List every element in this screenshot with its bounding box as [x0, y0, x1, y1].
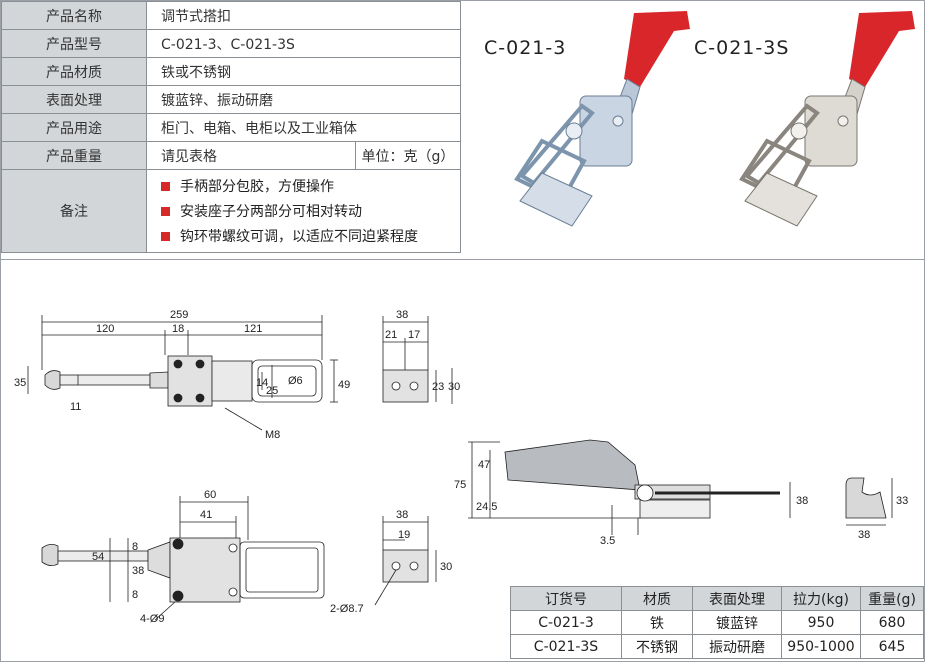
dim-label: Ø6	[288, 375, 303, 387]
spec-unit: 单位：克（g）	[355, 141, 461, 170]
dim-label: 75	[454, 479, 466, 491]
notes-list: 手柄部分包胶，方便操作 安装座子分两部分可相对转动 钩环带螺纹可调，以适应不同迫…	[146, 169, 461, 253]
order-cell: 振动研磨	[692, 634, 782, 659]
dim-label: 4-Ø9	[140, 613, 164, 625]
order-cell: 645	[860, 634, 924, 659]
photo-label-left: C-021-3	[484, 37, 567, 59]
base-view	[41, 496, 325, 621]
dim-label: 259	[170, 309, 188, 321]
bullet-icon	[161, 206, 170, 216]
dim-label: 24.5	[476, 501, 497, 513]
photo-label-right: C-021-3S	[694, 37, 790, 59]
notes-label: 备注	[1, 169, 147, 253]
section-divider	[0, 259, 925, 260]
dim-label: 41	[200, 509, 212, 521]
spec-value: 铁或不锈钢	[146, 57, 461, 86]
spec-value: 柜门、电箱、电柜以及工业箱体	[146, 113, 461, 142]
dim-label: M8	[265, 429, 280, 441]
spec-label: 产品材质	[1, 57, 147, 86]
spec-row: 表面处理 镀蓝锌、振动研磨	[1, 85, 461, 114]
dim-label: 25	[266, 385, 278, 397]
dim-label: 38	[132, 565, 144, 577]
dim-label: 30	[440, 561, 452, 573]
note-item: 手柄部分包胶，方便操作	[161, 174, 460, 199]
spec-table: 产品名称 调节式搭扣 产品型号 C-021-3、C-021-3S 产品材质 铁或…	[1, 1, 461, 253]
dim-label: 60	[204, 489, 216, 501]
spec-row: 产品名称 调节式搭扣	[1, 1, 461, 30]
base-end-view	[374, 516, 437, 606]
order-cell: C-021-3	[510, 610, 622, 635]
spec-value: 镀蓝锌、振动研磨	[146, 85, 461, 114]
spec-label: 产品型号	[1, 29, 147, 58]
dim-label: 17	[408, 329, 420, 341]
product-photo: C-021-3 C-021-3S	[462, 1, 922, 258]
dim-label: 2-Ø8.7	[330, 603, 364, 615]
dim-label: 120	[96, 323, 114, 335]
order-row: C-021-3 铁 镀蓝锌 950 680	[510, 610, 924, 635]
dim-label: 38	[858, 529, 870, 541]
dim-label: 11	[70, 401, 81, 413]
order-table: 订货号 材质 表面处理 拉力(kg) 重量(g) C-021-3 铁 镀蓝锌 9…	[510, 586, 924, 659]
dim-label: 3.5	[600, 535, 615, 547]
spec-label: 产品用途	[1, 113, 147, 142]
order-header: 订货号	[510, 586, 622, 611]
spec-label: 产品重量	[1, 141, 147, 170]
order-row: C-021-3S 不锈钢 振动研磨 950-1000 645	[510, 634, 924, 659]
clamp-steel-icon	[739, 11, 915, 227]
bullet-icon	[161, 181, 170, 191]
note-item: 钩环带螺纹可调，以适应不同迫紧程度	[161, 224, 460, 249]
technical-drawing: 259 120 18 121 35 11 14 25 Ø6 49 M8 38 2…	[14, 309, 908, 625]
order-header: 表面处理	[692, 586, 782, 611]
dim-label: 8	[132, 589, 138, 601]
spec-value: 请见表格	[146, 141, 356, 170]
order-header: 拉力(kg)	[781, 586, 861, 611]
hook-view	[845, 477, 893, 526]
order-header-row: 订货号 材质 表面处理 拉力(kg) 重量(g)	[510, 586, 924, 611]
notes-row: 备注 手柄部分包胶，方便操作 安装座子分两部分可相对转动 钩环带螺纹可调，以适应…	[1, 169, 461, 253]
order-cell: 铁	[621, 610, 693, 635]
product-illustration	[514, 11, 915, 227]
order-header: 材质	[621, 586, 693, 611]
side-view	[468, 439, 791, 535]
dim-label: 21	[385, 329, 397, 341]
dim-label: 38	[796, 495, 808, 507]
dim-label: 47	[478, 459, 490, 471]
order-header: 重量(g)	[860, 586, 924, 611]
spec-row: 产品重量 请见表格 单位：克（g）	[1, 141, 461, 170]
spec-label: 表面处理	[1, 85, 147, 114]
note-text: 钩环带螺纹可调，以适应不同迫紧程度	[180, 229, 418, 245]
dim-label: 121	[244, 323, 262, 335]
note-text: 手柄部分包胶，方便操作	[180, 179, 334, 195]
order-cell: C-021-3S	[510, 634, 622, 659]
dim-label: 23	[432, 381, 444, 393]
spec-row: 产品型号 C-021-3、C-021-3S	[1, 29, 461, 58]
dim-label: 18	[172, 323, 184, 335]
dim-label: 8	[132, 541, 138, 553]
note-item: 安装座子分两部分可相对转动	[161, 199, 460, 224]
top-view	[27, 315, 338, 431]
order-cell: 950-1000	[781, 634, 861, 659]
clamp-blue-icon	[514, 11, 690, 227]
spec-value: 调节式搭扣	[146, 1, 461, 30]
spec-value: C-021-3、C-021-3S	[146, 29, 461, 58]
spec-row: 产品用途 柜门、电箱、电柜以及工业箱体	[1, 113, 461, 142]
note-text: 安装座子分两部分可相对转动	[180, 204, 362, 220]
spec-row: 产品材质 铁或不锈钢	[1, 57, 461, 86]
dim-label: 19	[398, 529, 410, 541]
order-cell: 不锈钢	[621, 634, 693, 659]
order-cell: 950	[781, 610, 861, 635]
dim-label: 30	[448, 381, 460, 393]
dim-label: 38	[396, 509, 408, 521]
order-cell: 680	[860, 610, 924, 635]
dim-label: 14	[256, 377, 268, 389]
order-cell: 镀蓝锌	[692, 610, 782, 635]
dim-label: 35	[14, 377, 26, 389]
bullet-icon	[161, 231, 170, 241]
dim-label: 54	[92, 551, 104, 563]
dim-label: 33	[896, 495, 908, 507]
spec-label: 产品名称	[1, 1, 147, 30]
dim-label: 49	[338, 379, 350, 391]
dim-label: 38	[396, 309, 408, 321]
end-view	[382, 316, 453, 404]
